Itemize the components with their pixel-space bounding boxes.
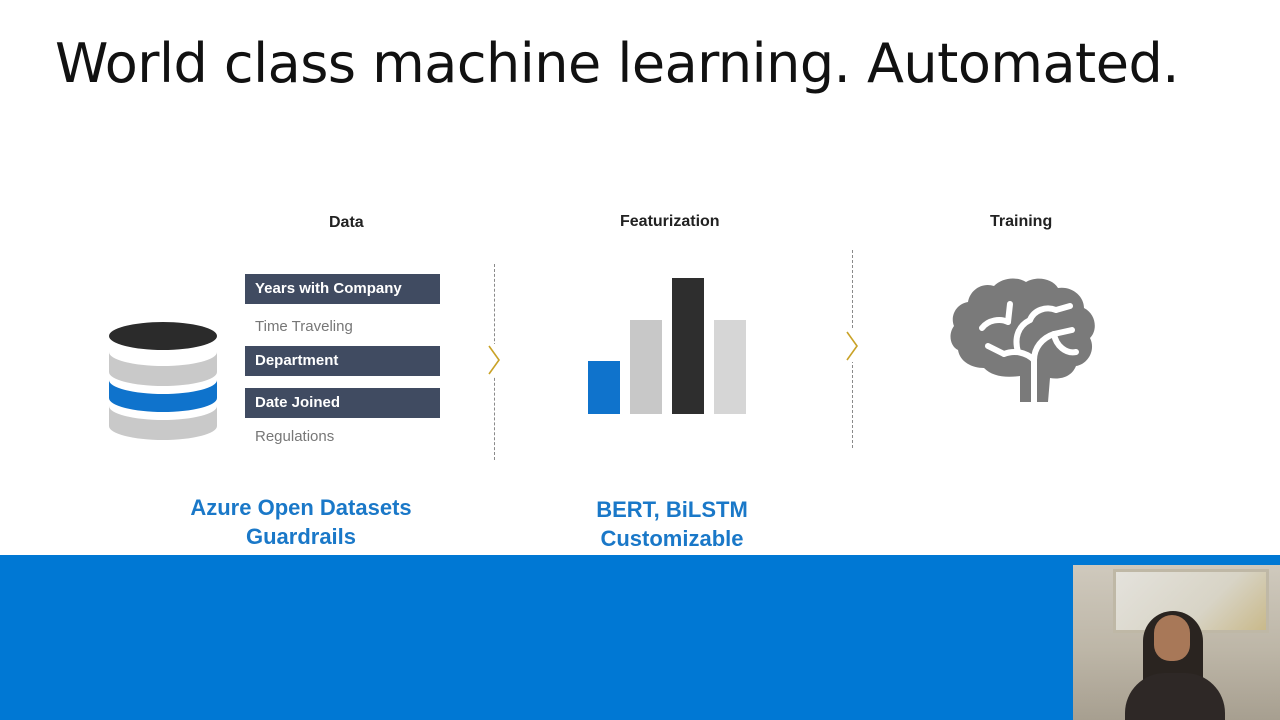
field-date-joined: Date Joined (245, 388, 440, 418)
webcam-video (1073, 565, 1280, 720)
heading-featurization: Featurization (620, 213, 720, 230)
slide-title: World class machine learning. Automated. (55, 32, 1179, 95)
caption-data-line1: Azure Open Datasets (190, 495, 412, 520)
field-regulations: Regulations (255, 428, 335, 445)
caption-featurization-line2: Customizable (600, 526, 744, 551)
chevron-right-icon (846, 330, 858, 362)
presenter-face (1154, 615, 1190, 661)
chevron-right-icon (488, 344, 500, 376)
bar-blue (588, 361, 620, 414)
field-years-with-company: Years with Company (245, 274, 440, 304)
heading-data: Data (329, 214, 364, 231)
caption-featurization: BERT, BiLSTM Customizable (560, 495, 784, 553)
brain-icon (950, 278, 1095, 404)
bar-dark (672, 278, 704, 414)
bar-chart-icon (588, 276, 748, 414)
caption-data: Azure Open Datasets Guardrails (150, 493, 452, 551)
bar-gray-2 (714, 320, 746, 414)
footer-band (0, 555, 1280, 720)
field-time-traveling: Time Traveling (255, 318, 353, 335)
caption-data-line2: Guardrails (245, 524, 357, 549)
presenter-body (1125, 673, 1225, 720)
database-icon (109, 322, 217, 440)
caption-featurization-line1: BERT, BiLSTM (596, 497, 748, 522)
bar-gray-1 (630, 320, 662, 414)
field-department: Department (245, 346, 440, 376)
heading-training: Training (990, 213, 1053, 230)
